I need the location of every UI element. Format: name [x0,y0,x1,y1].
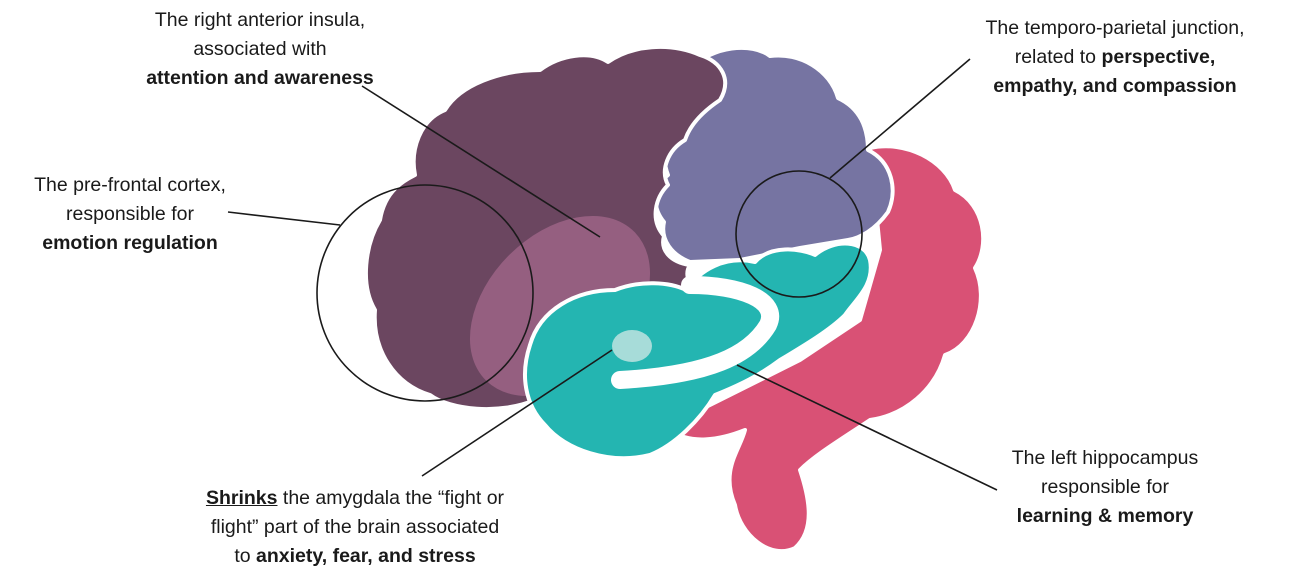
insula-label: The right anterior insula, associated wi… [100,6,420,93]
pfc-label: The pre-frontal cortex, responsible for … [0,171,260,258]
amygdala-label: Shrinks the amygdala the “fight or fligh… [190,484,520,571]
hippocampus-label: The left hippocampus responsible for lea… [960,444,1250,531]
amygdala-region [612,330,652,362]
tpj-label: The temporo-parietal junction, related t… [940,14,1290,101]
